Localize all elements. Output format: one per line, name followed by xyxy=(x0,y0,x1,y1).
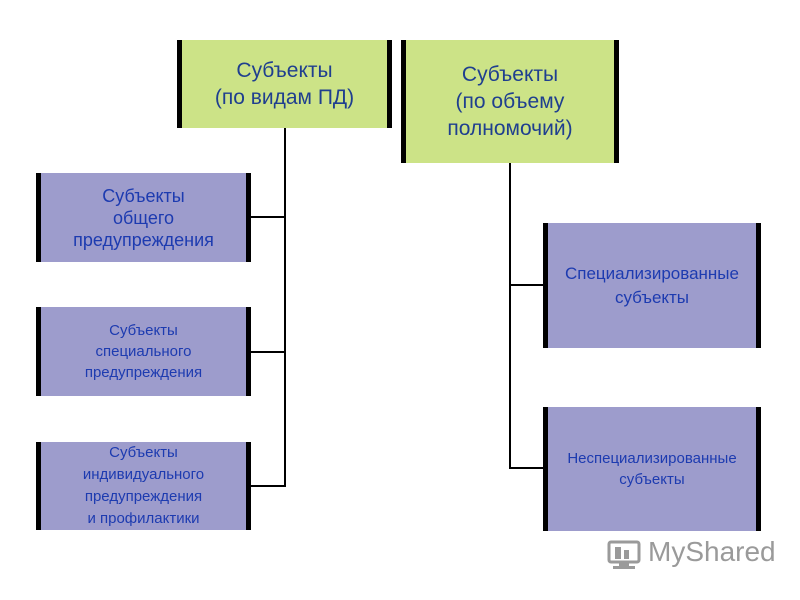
right-item-box-1: Специализированные субъекты xyxy=(543,223,761,348)
right-header-box: Субъекты (по объему полномочий) xyxy=(401,40,619,163)
right-trunk-line xyxy=(509,162,511,469)
watermark-text: MyShared xyxy=(648,536,776,567)
left-item-box-1: Субъекты общего предупреждения xyxy=(36,173,251,262)
left-item-text-3: Субъекты индивидуального предупреждения … xyxy=(82,444,205,527)
myshared-logo-icon xyxy=(607,540,641,569)
left-branch-line-1 xyxy=(247,216,286,218)
right-branch-line-2 xyxy=(509,467,546,469)
right-item-box-2: Неспециализированные субъекты xyxy=(543,407,761,531)
right-header-text: Субъекты (по объему полномочий) xyxy=(447,63,573,140)
left-header-box: Субъекты (по видам ПД) xyxy=(177,40,392,128)
left-branch-line-3 xyxy=(247,485,286,487)
right-item-text-1: Специализированные субъекты xyxy=(565,263,739,307)
left-item-text-2: Субъекты специального предупреждения xyxy=(84,322,203,381)
right-item-text-2: Неспециализированные субъекты xyxy=(567,450,737,488)
left-item-box-2: Субъекты специального предупреждения xyxy=(36,307,251,396)
left-trunk-line xyxy=(284,128,286,486)
left-item-box-3: Субъекты индивидуального предупреждения … xyxy=(36,442,251,530)
left-header-text: Субъекты (по видам ПД) xyxy=(214,59,355,109)
left-item-text-1: Субъекты общего предупреждения xyxy=(73,185,214,250)
right-branch-line-1 xyxy=(509,284,546,286)
left-branch-line-2 xyxy=(247,351,286,353)
